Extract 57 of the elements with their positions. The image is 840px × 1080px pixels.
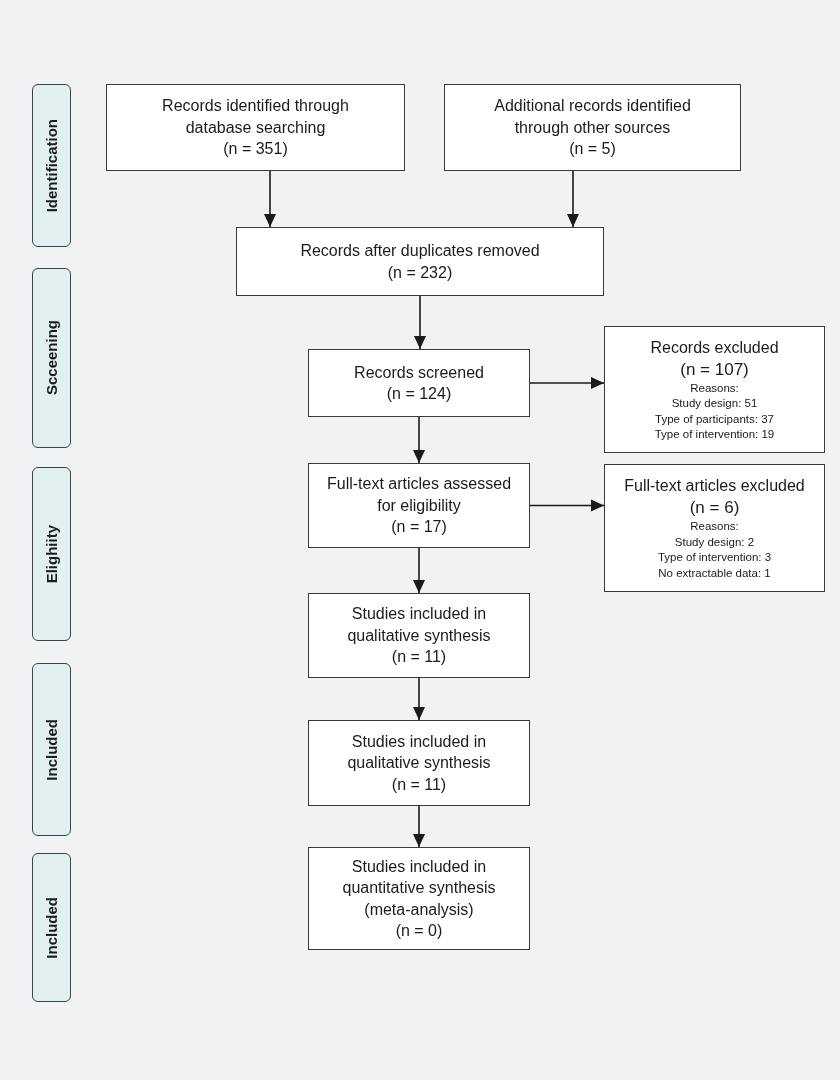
arrow xyxy=(529,377,605,389)
exclusion-heading: Records excluded xyxy=(650,337,779,358)
exclusion-box xyxy=(604,464,825,592)
arrow xyxy=(413,416,425,464)
stage-label: Elighiity xyxy=(42,524,61,584)
arrow xyxy=(414,295,426,350)
box-text: Records after duplicates removed xyxy=(300,241,540,261)
process-box xyxy=(236,227,604,296)
stage-box xyxy=(32,84,71,247)
count-text: (n = 11) xyxy=(391,647,447,668)
reason-text: Study design: 51 xyxy=(671,396,758,411)
process-box xyxy=(308,720,530,806)
box-text: Records screened xyxy=(354,362,484,383)
arrow xyxy=(529,499,605,512)
box-text: Additional records identified through other sources xyxy=(493,96,692,138)
reason-text: Reasons: xyxy=(690,519,739,534)
process-box xyxy=(444,84,741,171)
reason-text: Reasons: xyxy=(690,380,739,396)
process-box xyxy=(308,463,530,548)
arrow xyxy=(567,170,579,228)
count-text: (n = 5) xyxy=(569,139,616,160)
box-text: Studies included in qualitative synthesis xyxy=(346,731,492,774)
count-text: (n = 17) xyxy=(391,517,447,538)
arrow xyxy=(413,547,425,594)
exclusion-heading: Full-text articles excluded xyxy=(624,476,805,496)
count-text: (n = 351) xyxy=(223,139,288,160)
box-text: Studies included in quantitative synthesis (meta-analysis) xyxy=(341,856,497,920)
reason-text: Type of intervention: 3 xyxy=(657,550,772,565)
box-text: Full-text articles assessed for eligibility xyxy=(325,474,513,516)
process-box xyxy=(308,593,530,678)
process-box xyxy=(308,349,530,417)
stage-box xyxy=(32,663,71,836)
count-text: (n = 232) xyxy=(387,262,453,283)
count-text: (n = 124) xyxy=(386,384,452,404)
process-box xyxy=(106,84,405,171)
count-text: (n = 107) xyxy=(680,358,749,381)
box-text: Records identified through database searching xyxy=(161,96,350,138)
stage-label: Identification xyxy=(42,118,61,213)
reason-text: Type of participants: 37 xyxy=(655,411,774,427)
count-text: (n = 11) xyxy=(391,774,447,795)
arrow xyxy=(413,805,425,848)
stage-label: Scceening xyxy=(42,320,61,396)
box-text: Studies included in qualitative synthesis xyxy=(346,604,492,646)
stage-label: Included xyxy=(42,896,61,959)
exclusion-box xyxy=(604,326,825,453)
arrow xyxy=(413,677,425,721)
count-text: (n = 6) xyxy=(689,497,740,519)
process-box xyxy=(308,847,530,950)
reason-text: Type of intervention: 19 xyxy=(654,427,775,442)
stage-box xyxy=(32,853,71,1002)
arrow xyxy=(264,170,276,228)
reason-text: No extractable data: 1 xyxy=(658,565,771,581)
count-text: (n = 0) xyxy=(395,921,443,941)
stage-label: Included xyxy=(42,718,61,781)
stage-box xyxy=(32,467,71,641)
reason-text: Study design: 2 xyxy=(674,534,755,550)
stage-box xyxy=(32,268,71,448)
